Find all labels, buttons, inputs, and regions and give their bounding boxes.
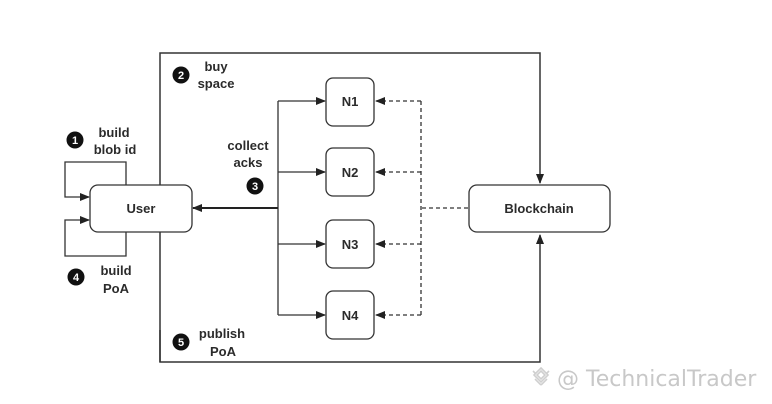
build-poa-loop <box>64 216 127 257</box>
svg-text:publish: publish <box>199 326 245 341</box>
blockchain-node: Blockchain <box>468 184 611 233</box>
n1-label: N1 <box>342 94 359 109</box>
svg-text:3: 3 <box>252 181 258 193</box>
svg-text:build: build <box>98 125 129 140</box>
svg-text:4: 4 <box>73 272 80 284</box>
n4-label: N4 <box>342 308 359 323</box>
svg-text:1: 1 <box>72 135 78 147</box>
user-node: User <box>89 184 193 233</box>
step-2-badge <box>172 66 190 84</box>
blockchain-label: Blockchain <box>504 201 573 216</box>
step-5-annotation: 5 publish PoA <box>172 326 245 359</box>
step-3-badge <box>246 177 264 195</box>
storage-node-n3: N3 <box>325 219 375 269</box>
step-1-badge <box>66 131 84 149</box>
build-blob-id-loop <box>64 161 127 201</box>
storage-node-n4: N4 <box>325 290 375 340</box>
svg-text:PoA: PoA <box>103 281 130 296</box>
n2-label: N2 <box>342 165 359 180</box>
svg-text:5: 5 <box>178 337 184 349</box>
svg-text:space: space <box>198 76 235 91</box>
storage-node-n1: N1 <box>325 77 375 127</box>
user-label: User <box>127 201 156 216</box>
step-2-annotation: 2 buy space <box>172 59 235 91</box>
step-5-badge <box>172 333 190 351</box>
step-3-annotation: collect acks 3 <box>227 138 269 195</box>
step-1-annotation: 1 build blob id <box>66 125 137 157</box>
svg-text:PoA: PoA <box>210 344 237 359</box>
svg-text:build: build <box>100 263 131 278</box>
storage-node-n2: N2 <box>325 147 375 197</box>
svg-text:buy: buy <box>204 59 228 74</box>
svg-text:2: 2 <box>178 70 184 82</box>
watermark-text: @ TechnicalTrader <box>557 367 757 392</box>
watermark: @ TechnicalTrader <box>532 366 757 392</box>
publish-poa-frame <box>159 234 544 363</box>
step-4-badge <box>67 268 85 286</box>
svg-text:acks: acks <box>234 155 263 170</box>
svg-text:collect: collect <box>227 138 269 153</box>
binance-logo-icon <box>532 366 550 386</box>
n3-label: N3 <box>342 237 359 252</box>
step-4-annotation: 4 build PoA <box>67 263 132 296</box>
svg-text:blob id: blob id <box>94 142 137 157</box>
